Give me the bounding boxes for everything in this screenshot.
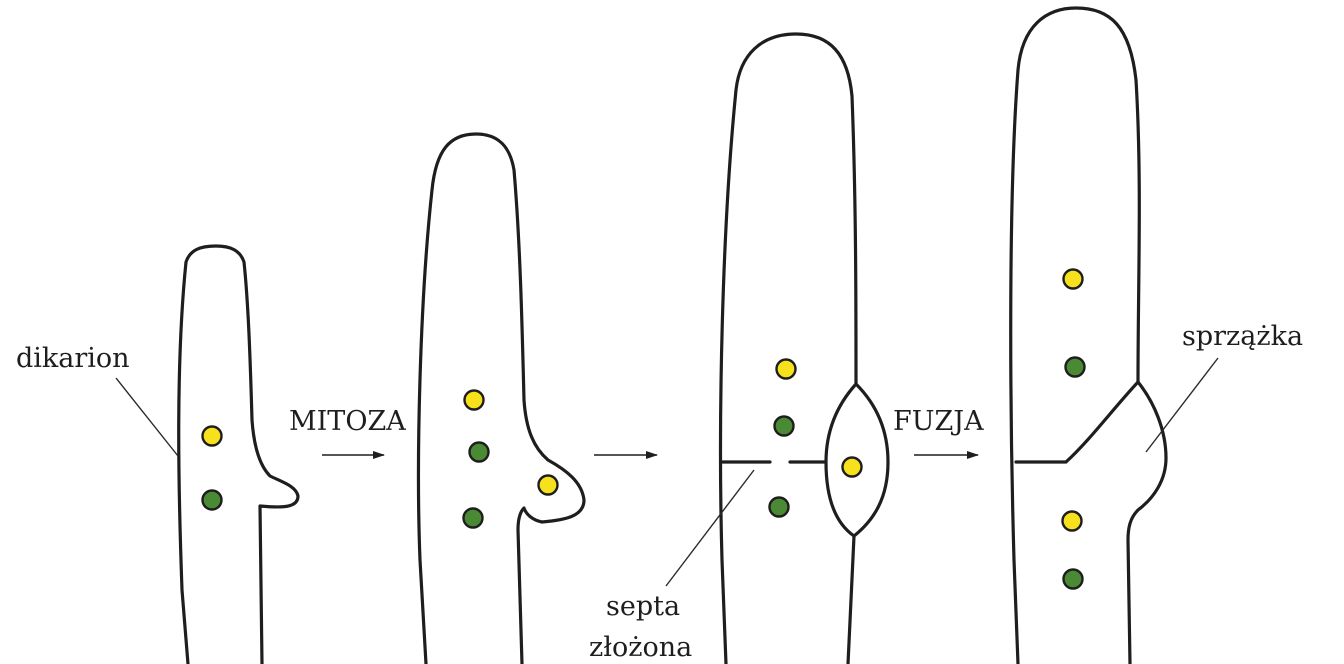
hypha-wall-right-lower [848,536,854,664]
nucleus [203,491,222,510]
hypha-wall [419,134,585,664]
nucleus [843,458,862,477]
sprzazka-label: sprzążka [1182,321,1303,352]
nucleus [539,476,558,495]
septum-fused [1016,382,1138,462]
septa-label-line1: septa [606,591,680,622]
fuzja-label: FUZJA [893,406,984,437]
nucleus [1063,512,1082,531]
mitoza-label: MITOZA [289,406,406,437]
stage-3-septum-formation [666,34,888,664]
nucleus [464,509,483,528]
nucleus [203,427,222,446]
dikarion-label: dikarion [16,343,130,374]
nucleus [1066,358,1085,377]
septa-leader-line [666,470,754,586]
nucleus [775,417,794,436]
nucleus [1064,270,1083,289]
hypha-wall [179,246,298,664]
nucleus [470,443,489,462]
sprzazka-leader-line [1146,358,1218,452]
hypha-wall-left [721,34,856,664]
dikarion-leader-line [116,378,178,456]
stage-1-dikaryotic-hypha [116,246,298,664]
nucleus [777,360,796,379]
nucleus [770,498,789,517]
septa-label-line2: złożona [589,632,692,663]
stage-2-hook-formation [419,134,585,664]
nucleus [1064,570,1083,589]
nucleus [465,391,484,410]
hypha-wall [1011,8,1166,664]
